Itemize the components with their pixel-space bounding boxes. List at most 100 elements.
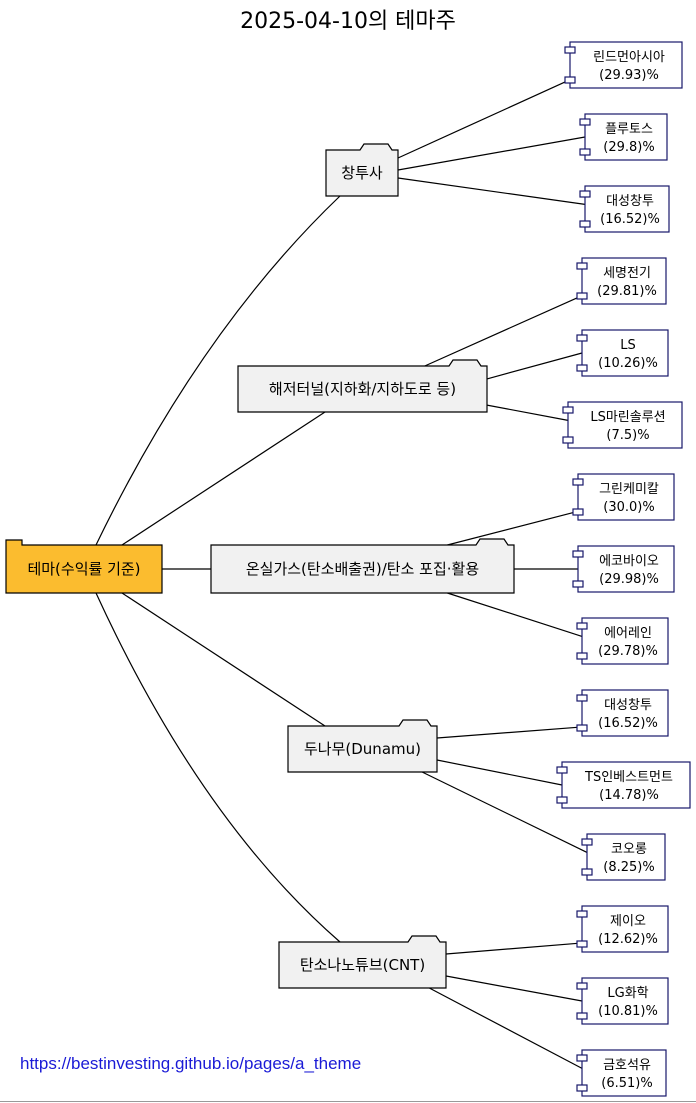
page-title: 2025-04-10의 테마주 [240, 9, 456, 34]
stock-name: LG화학 [607, 986, 648, 1001]
theme-label: 온실가스(탄소배출권)/탄소 포집·활용 [246, 560, 479, 578]
edge-root-theme [95, 592, 341, 943]
theme-node: 해저터널(지하화/지하도로 등) [237, 359, 488, 413]
component-port-top [579, 190, 591, 198]
stock-node: 에코바이오(29.98)% [572, 545, 675, 593]
stock-node: 그린케미칼 (30.0)% [572, 473, 675, 521]
stock-box [581, 257, 667, 305]
stock-return: (29.78)% [598, 644, 658, 659]
stock-box [561, 761, 691, 809]
stock-box [581, 977, 669, 1025]
stock-return: (29.81)% [597, 284, 657, 299]
component-port-top [576, 910, 588, 918]
nodes: 테마(수익률 기준)창투사린드먼아시아(29.93)%플루토스(29.8)%대성… [5, 41, 691, 1097]
component-port-bottom [564, 76, 576, 84]
stock-box [577, 545, 675, 593]
stock-box [567, 401, 683, 449]
theme-label: 탄소나노튜브(CNT) [300, 956, 425, 974]
stock-name: 대성창투 [604, 698, 652, 713]
stock-name: 그린케미칼 [599, 482, 659, 497]
edge-root-theme [121, 592, 326, 727]
stock-box [581, 617, 669, 665]
component-port-bottom [576, 940, 588, 948]
root-label: 테마(수익률 기준) [27, 560, 140, 578]
stock-return: (6.51)% [601, 1076, 652, 1091]
stock-return: (7.5)% [606, 428, 649, 443]
component-port-bottom [572, 508, 584, 516]
edge-root-theme [121, 411, 326, 546]
stock-node: LS마린솔루션 (7.5)% [562, 401, 683, 449]
component-port-bottom [576, 292, 588, 300]
component-port-top [576, 334, 588, 342]
edge-theme-stock [447, 592, 583, 637]
theme-label: 창투사 [341, 164, 383, 182]
edges [95, 78, 588, 1069]
stock-name: LS [620, 338, 636, 353]
stock-box [581, 905, 669, 953]
theme-node: 창투사 [325, 143, 399, 197]
stock-node: 대성창투 (16.52)% [576, 689, 669, 737]
theme-node: 탄소나노튜브(CNT) [278, 935, 447, 989]
stock-node: 플루토스(29.8)% [579, 113, 668, 161]
component-port-bottom [576, 1012, 588, 1020]
stock-name: 에어레인 [604, 626, 652, 641]
component-port-top [572, 550, 584, 558]
stock-box [569, 41, 683, 89]
stock-name: 제이오 [610, 914, 646, 929]
component-port-bottom [576, 724, 588, 732]
stock-node: 대성창투(16.52)% [579, 185, 670, 233]
edge-theme-stock [447, 510, 581, 546]
edge-theme-stock [486, 352, 583, 380]
edge-theme-stock [486, 404, 569, 421]
component-port-top [576, 982, 588, 990]
edge-theme-stock [424, 294, 585, 367]
stock-box [584, 113, 668, 161]
component-port-top [581, 838, 593, 846]
stock-node: 코오롱(8.25)% [581, 833, 666, 881]
stock-box [581, 1049, 667, 1097]
edge-theme-stock [421, 771, 588, 853]
stock-box [586, 833, 666, 881]
stock-return: (12.62)% [598, 932, 658, 947]
edge-root-theme [95, 195, 341, 546]
stock-return: (16.52)% [600, 212, 660, 227]
component-port-top [576, 262, 588, 270]
component-port-bottom [556, 796, 568, 804]
stock-name: 금호석유 [603, 1058, 651, 1073]
stock-node: 세명전기(29.81)% [576, 257, 667, 305]
stock-box [577, 473, 675, 521]
theme-folder-shape [278, 935, 447, 989]
component-port-bottom [576, 652, 588, 660]
edge-theme-stock [436, 726, 585, 739]
stock-return: (30.0)% [603, 500, 654, 515]
edge-theme-stock [445, 942, 585, 955]
stock-return: (10.26)% [598, 356, 658, 371]
theme-label: 해저터널(지하화/지하도로 등) [269, 380, 456, 398]
stock-box [584, 185, 670, 233]
component-port-top [564, 46, 576, 54]
stock-box [581, 689, 669, 737]
component-port-bottom [579, 220, 591, 228]
stock-node: 제이오 (12.62)% [576, 905, 669, 953]
component-port-top [579, 118, 591, 126]
theme-node: 두나무(Dunamu) [287, 719, 438, 773]
theme-folder-shape [325, 143, 399, 197]
stock-return: (29.98)% [599, 572, 659, 587]
theme-label: 두나무(Dunamu) [304, 740, 421, 758]
stock-return: (14.78)% [599, 788, 659, 803]
edge-theme-stock [397, 177, 586, 205]
footer-url[interactable]: https://bestinvesting.github.io/pages/a_… [20, 1054, 361, 1073]
component-port-top [576, 1054, 588, 1062]
component-port-top [556, 766, 568, 774]
stock-name: 플루토스 [605, 122, 653, 137]
stock-name: TS인베스트먼트 [584, 770, 673, 785]
stock-node: TS인베스트먼트 (14.78)% [556, 761, 691, 809]
edge-theme-stock [436, 759, 563, 786]
edge-theme-stock [445, 975, 583, 1002]
stock-return: (16.52)% [598, 716, 658, 731]
component-port-top [576, 694, 588, 702]
stock-node: 금호석유 (6.51)% [576, 1049, 667, 1097]
component-port-top [576, 622, 588, 630]
stock-name: LS마린솔루션 [590, 410, 665, 425]
